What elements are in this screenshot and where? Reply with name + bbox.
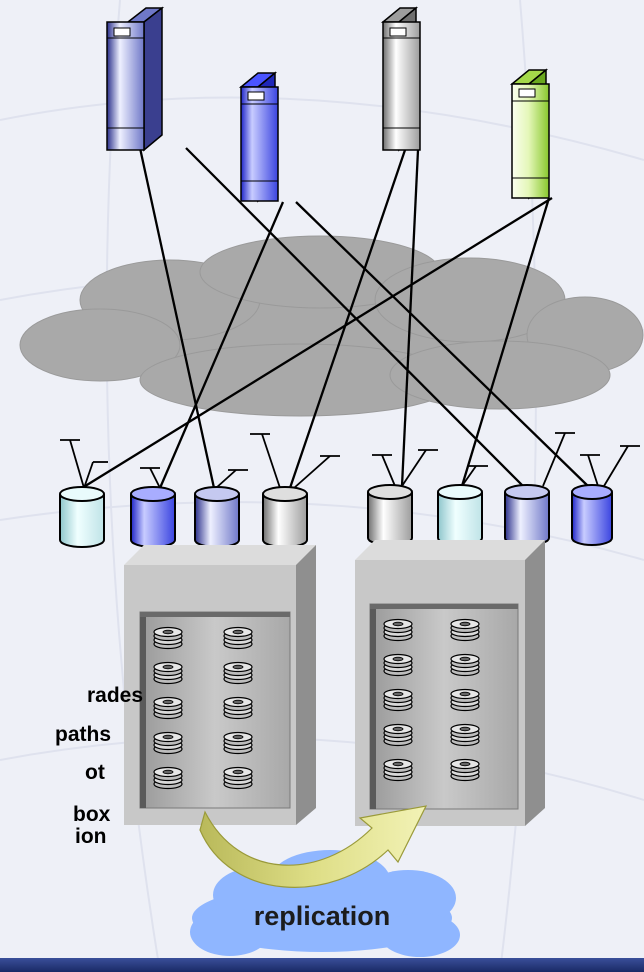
- network-cloud-icon: [19, 235, 644, 417]
- replication-arrow-icon: [199, 805, 428, 888]
- disk-cylinder-icon: [194, 486, 240, 548]
- server-icon: [106, 6, 165, 152]
- disk-cylinder-icon: [571, 484, 613, 546]
- disk-cylinder-icon: [437, 484, 483, 546]
- port-connectors: [60, 432, 640, 489]
- bottom-bar: [0, 958, 644, 972]
- disk-cylinder-icon: [130, 486, 176, 548]
- server-icon: [509, 68, 550, 200]
- disk-cylinder-icon: [504, 484, 550, 546]
- replication-label: replication: [253, 901, 391, 931]
- server-icon: [380, 6, 421, 152]
- side-text-line: rades: [87, 684, 144, 707]
- side-text-line: box: [73, 803, 111, 826]
- disk-cylinder-icon: [262, 486, 308, 548]
- side-text-line: ion: [75, 825, 107, 848]
- side-text-line: ot: [85, 761, 105, 784]
- storage-array-icon: [124, 545, 316, 825]
- storage-array-icon: [355, 540, 545, 826]
- server-icon: [238, 71, 279, 203]
- side-text-line: paths: [55, 723, 112, 746]
- network-links: [81, 147, 591, 489]
- disk-cylinder-icon: [59, 486, 105, 548]
- disk-cylinder-icon: [367, 484, 413, 546]
